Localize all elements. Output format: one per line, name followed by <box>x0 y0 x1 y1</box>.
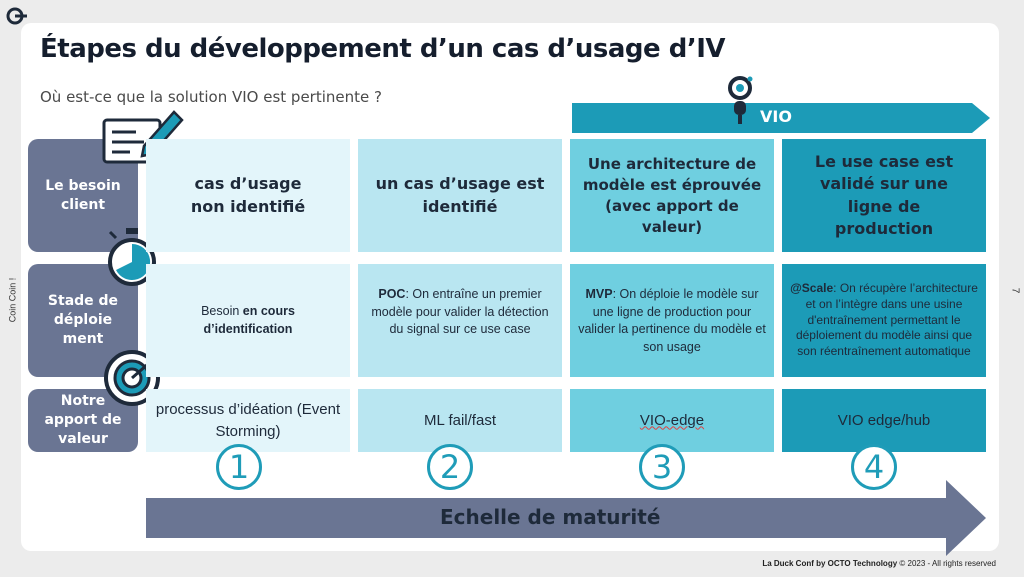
stage-text-4: @Scale: On récupère l’architecture et on… <box>790 280 978 359</box>
stage-text-2: POC: On entraîne un premier modèle pour … <box>371 287 549 336</box>
value-cell-3: VIO-edge <box>570 389 774 452</box>
need-text-2: un cas d’usage est identifié <box>375 174 545 216</box>
page-subtitle: Où est-ce que la solution VIO est pertin… <box>40 88 382 106</box>
value-cell-2: ML fail/fast <box>358 389 562 452</box>
stopwatch-icon <box>108 228 156 286</box>
stage-text-3: MVP: On déploie le modèle sur une ligne … <box>578 287 766 354</box>
row-header-value-label: Notre apport de valeur <box>44 393 122 447</box>
value-cell-1: processus d’idéation (Event Storming) <box>146 389 350 452</box>
need-text-3: Une architecture de modèle est éprouvée … <box>582 154 762 236</box>
stage-cell-1: Besoin en cours d’identification <box>146 264 350 377</box>
step-number-4: 4 <box>851 444 897 490</box>
footer: La Duck Conf by OCTO Technology © 2023 -… <box>762 559 996 568</box>
value-text-2: ML fail/fast <box>424 411 496 429</box>
need-cell-2: un cas d’usage est identifié <box>358 139 562 252</box>
stage-cell-2: POC: On entraîne un premier modèle pour … <box>358 264 562 377</box>
maturity-label: Echelle de maturité <box>440 505 661 529</box>
vio-banner-arrow <box>572 103 990 133</box>
side-label: Coin Coin ! <box>7 277 18 323</box>
need-cell-3: Une architecture de modèle est éprouvée … <box>570 139 774 252</box>
value-cell-4: VIO edge/hub <box>782 389 986 452</box>
value-text-1: processus d’idéation (Event Storming) <box>155 400 341 440</box>
need-cell-4: Le use case est validé sur une ligne de … <box>782 139 986 252</box>
row-header-stage-label: Stade de déploie ment <box>47 293 119 347</box>
need-text-1: cas d’usage non identifié <box>190 174 306 216</box>
step-number-1: 1 <box>216 444 262 490</box>
row-header-value: Notre apport de valeur <box>28 389 138 452</box>
value-text-3: VIO-edge <box>639 411 705 429</box>
stage-cell-4: @Scale: On récupère l’architecture et on… <box>782 264 986 377</box>
value-text-4: VIO edge/hub <box>837 411 931 429</box>
stage-text-1: Besoin en cours d’identification <box>201 304 295 336</box>
need-cell-1: cas d’usage non identifié <box>146 139 350 252</box>
octo-logo-icon <box>6 7 27 25</box>
vio-banner-label: VIO <box>760 107 792 126</box>
step-number-2: 2 <box>427 444 473 490</box>
need-text-4: Le use case est validé sur une ligne de … <box>814 151 954 238</box>
vio-mascot-icon <box>728 76 753 124</box>
stage-cell-3: MVP: On déploie le modèle sur une ligne … <box>570 264 774 377</box>
page-number: 7 <box>1009 287 1021 294</box>
page-title: Étapes du développement d’un cas d’usage… <box>40 34 726 64</box>
step-number-3: 3 <box>639 444 685 490</box>
row-header-need-label: Le besoin client <box>45 177 121 213</box>
maturity-arrow <box>146 480 986 556</box>
